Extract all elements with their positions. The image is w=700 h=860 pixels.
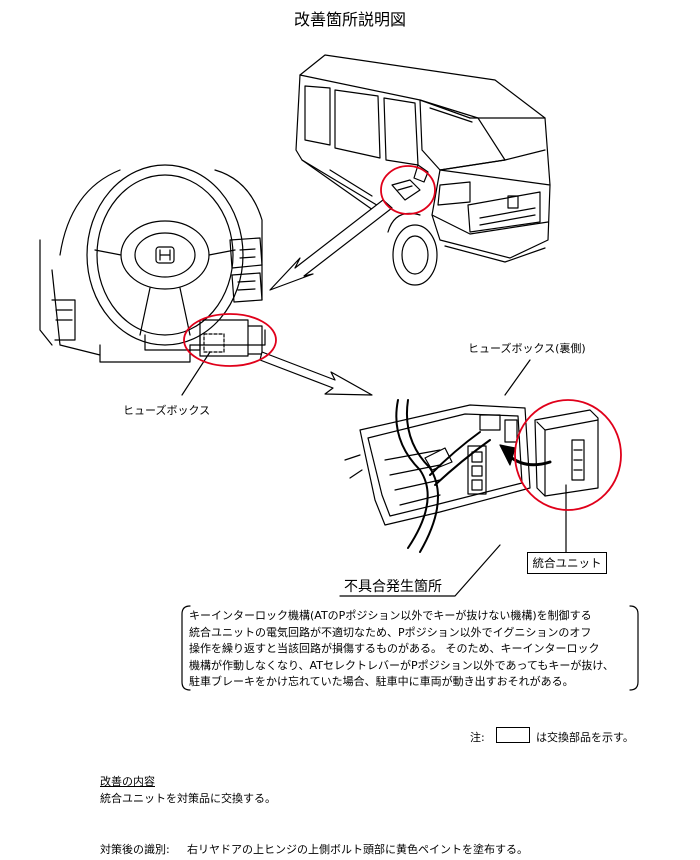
dashboard-drawing bbox=[39, 164, 266, 363]
description-line: 駐車ブレーキをかけ忘れていた場合、駐車中に車両が動き出すおそれがある。 bbox=[189, 675, 574, 688]
fuse-box-back-label: ヒューズボックス(裏側) bbox=[468, 342, 586, 355]
improvement-text: 統合ユニットを対策品に交換する。 bbox=[100, 792, 276, 805]
defect-description: キーインターロック機構(ATのPポジション以外でキーが抜けない機構)を制御する … bbox=[183, 606, 635, 690]
improvement-heading: 改善の内容 bbox=[100, 775, 155, 788]
replacement-part-legend-box bbox=[496, 727, 530, 743]
fuse-box-leader bbox=[181, 351, 211, 396]
defect-location-label: 不具合発生箇所 bbox=[344, 579, 442, 595]
highlight-fusebox-circle bbox=[183, 313, 277, 367]
highlight-unit-circle bbox=[514, 399, 622, 511]
arrow-car-to-dashboard bbox=[269, 199, 393, 291]
highlight-car-circle bbox=[380, 165, 436, 215]
integrated-unit-label-box: 統合ユニット bbox=[527, 552, 607, 574]
arrow-dashboard-to-fusebox bbox=[259, 351, 373, 396]
defect-callout-line bbox=[339, 544, 501, 597]
note-text: は交換部品を示す。 bbox=[536, 731, 634, 744]
note-prefix: 注: bbox=[470, 731, 485, 744]
identification-label: 対策後の識別: bbox=[100, 843, 170, 856]
page-title: 改善箇所説明図 bbox=[293, 10, 406, 29]
desc-left-bracket bbox=[181, 605, 191, 691]
desc-right-bracket bbox=[629, 605, 639, 691]
description-line: キーインターロック機構(ATのPポジション以外でキーが抜けない機構)を制御する bbox=[189, 609, 592, 622]
description-line: 機構が作動しなくなり、ATセレクトレバーがPポジション以外であってもキーが抜け、 bbox=[189, 658, 614, 672]
description-line: 操作を繰り返すと当該回路が損傷するものがある。 そのため、キーインターロック bbox=[189, 642, 600, 655]
fusebox-back-drawing bbox=[344, 359, 552, 553]
integrated-unit-label: 統合ユニット bbox=[532, 556, 602, 570]
fuse-box-label: ヒューズボックス bbox=[123, 404, 211, 417]
car-drawing bbox=[295, 54, 551, 286]
integrated-unit-drawing bbox=[534, 409, 599, 553]
identification-text: 右リヤドアの上ヒンジの上側ボルト頭部に黄色ペイントを塗布する。 bbox=[187, 843, 528, 856]
description-line: 統合ユニットの電気回路が不適切なため、Pポジション以外でイグニションのオフ bbox=[189, 625, 592, 639]
